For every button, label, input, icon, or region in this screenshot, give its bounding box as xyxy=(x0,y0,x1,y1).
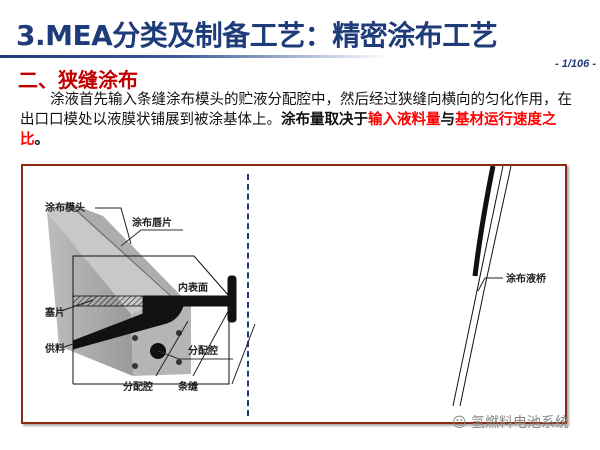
para-bold: 与 xyxy=(440,112,456,128)
dashed-divider xyxy=(247,174,249,416)
label-slot: 条缝 xyxy=(177,380,198,393)
para-highlight: 输入液料量 xyxy=(368,112,441,128)
para-text: 涂液首先输入条缝涂布模头的贮液分配腔中，然后经过狭缝向横向的匀化作用，在出口口模… xyxy=(20,92,572,128)
figure-drawings: 涂布唇片 内表面 分配腔 涂布模头 塞片 供料 分配腔 条缝 涂布液桥 xyxy=(44,166,547,407)
wechat-icon: ☺ xyxy=(452,415,472,431)
label-inner-surface: 内表面 xyxy=(178,281,208,294)
label-feed: 供料 xyxy=(44,342,65,355)
label-coating-bead: 涂布液桥 xyxy=(506,272,547,285)
label-shim: 塞片 xyxy=(45,306,65,319)
label-lip: 涂布唇片 xyxy=(132,216,172,229)
watermark-text: 氢燃料电池系统 xyxy=(471,415,570,431)
para-highlight: 基材运行速度之比 xyxy=(20,112,557,148)
slide-title: 3.MEA分类及制备工艺：精密涂布工艺 xyxy=(16,19,498,52)
label-cavity: 分配腔 xyxy=(188,344,218,357)
title-underline xyxy=(0,55,600,58)
label-die-head: 涂布模头 xyxy=(45,201,85,214)
description-paragraph: 涂液首先输入条缝涂布模头的贮液分配腔中，然后经过狭缝向横向的匀化作用，在出口口模… xyxy=(20,90,585,150)
section-heading: 二、狭缝涂布 xyxy=(18,68,138,92)
para-end: 。 xyxy=(34,132,50,148)
label-distribution-cavity: 分配腔 xyxy=(123,380,153,393)
page-number: - 1/106 - xyxy=(555,58,596,70)
die-schematic xyxy=(72,166,512,407)
figure-frame: 涂布唇片 内表面 分配腔 涂布模头 塞片 供料 分配腔 条缝 涂布液桥 xyxy=(21,164,567,424)
para-bold: 涂布量取决于 xyxy=(281,112,368,128)
watermark: ☺ 氢燃料电池系统 xyxy=(452,412,569,432)
